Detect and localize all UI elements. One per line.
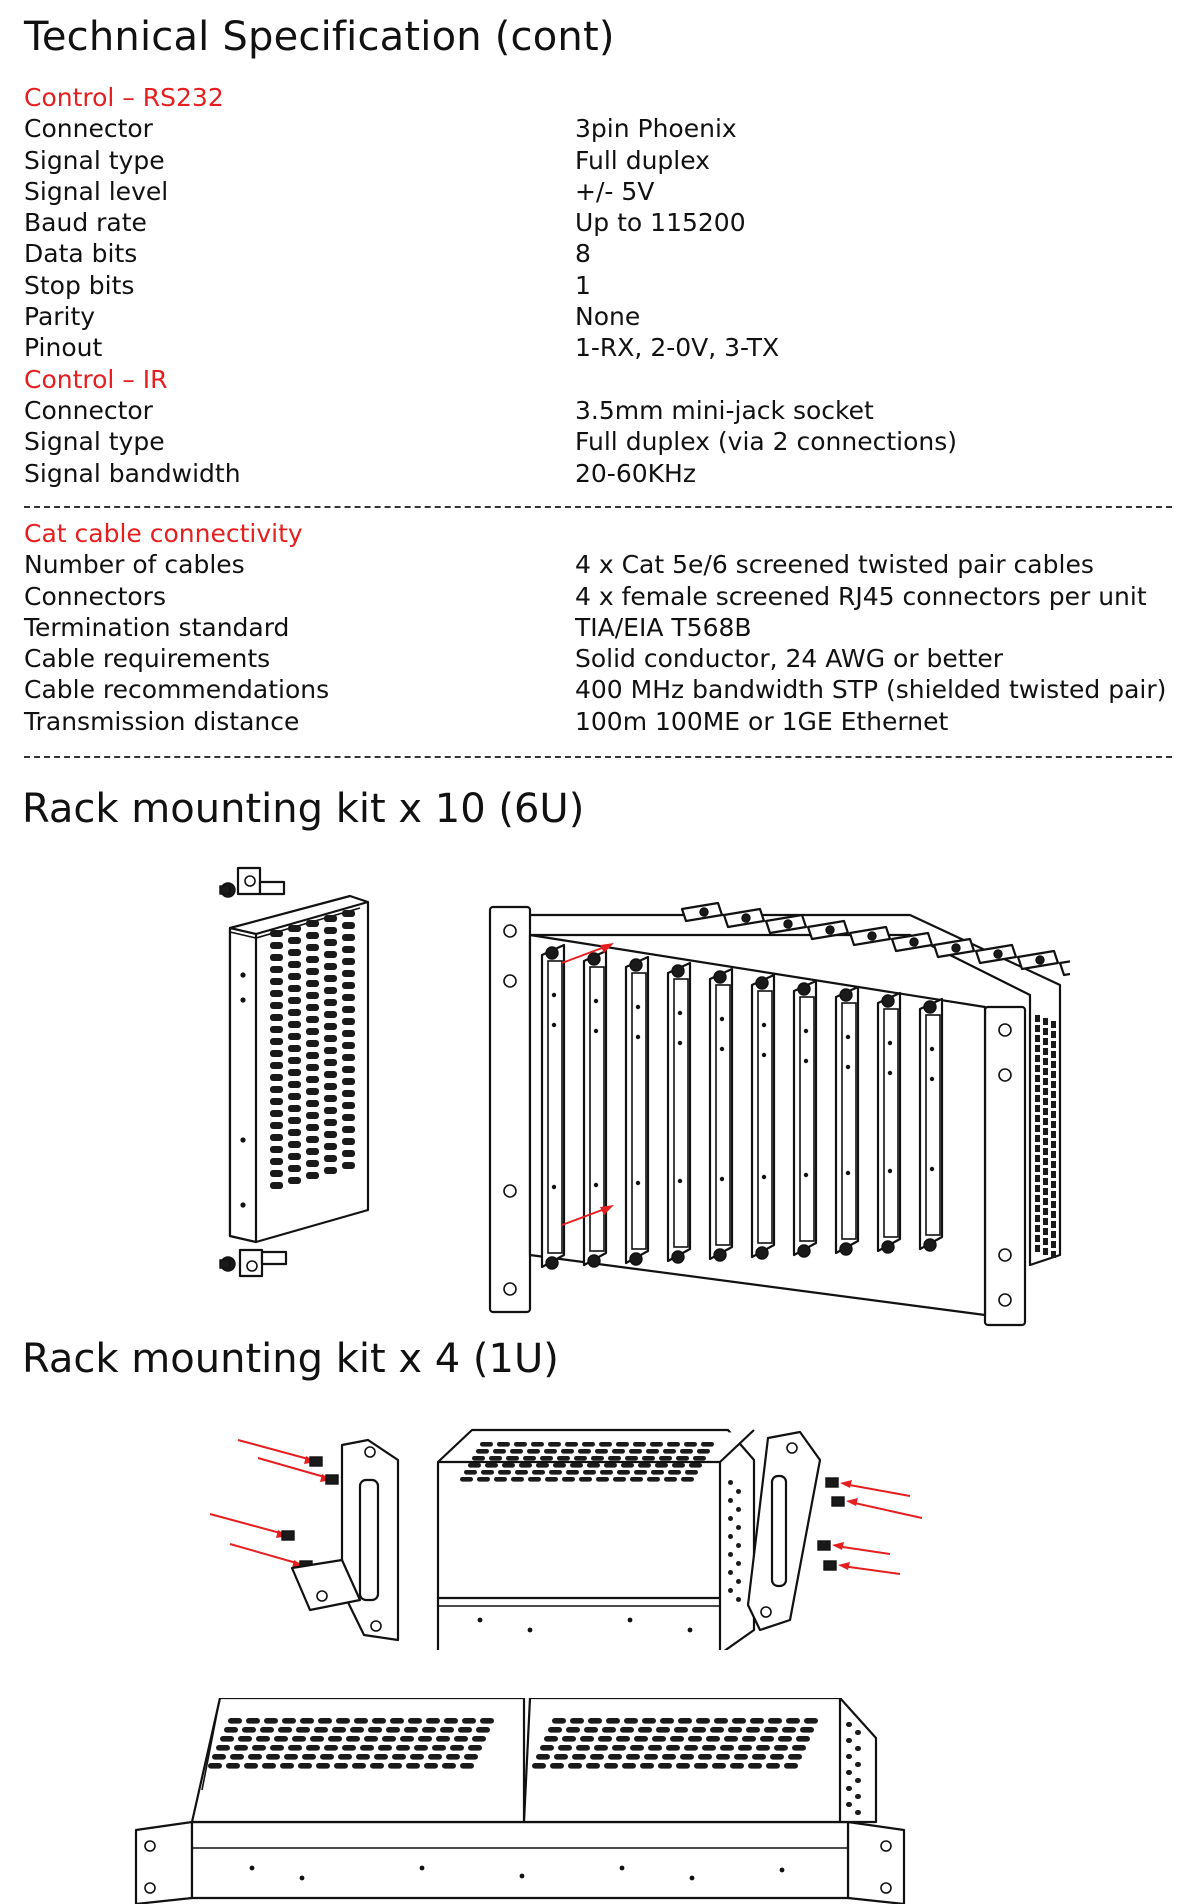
extender-unit-icon <box>190 1698 526 1824</box>
spec-value: 3.5mm mini-jack socket <box>575 395 874 425</box>
spec-row: Cable recommendations 400 MHz bandwidth S… <box>24 674 1174 705</box>
spec-label: Signal type <box>24 145 165 175</box>
spec-row: Parity None <box>24 301 1174 332</box>
spec-value: +/- 5V <box>575 176 655 206</box>
spec-label: Signal level <box>24 176 169 206</box>
spec-row: Transmission distance 100m 100ME or 1GE E… <box>24 706 1174 737</box>
spec-value: 3pin Phoenix <box>575 114 737 144</box>
spec-label: Connectors <box>24 581 166 611</box>
screw-icon <box>817 1477 845 1571</box>
spec-row: Signal type Full duplex (via 2 connection… <box>24 426 1174 457</box>
section-heading-ir: Control – IR <box>24 364 168 394</box>
bracket-icon <box>219 866 286 898</box>
rack-6u-chassis-illustration <box>488 901 1070 1327</box>
rack-plate-icon <box>134 1820 906 1904</box>
spec-value: 1-RX, 2-0V, 3-TX <box>575 333 780 363</box>
spec-label: Cable recommendations <box>24 675 330 705</box>
spec-value: Solid conductor, 24 AWG or better <box>575 644 1004 674</box>
extender-unit-icon <box>228 894 370 1244</box>
spec-row: Signal level +/- 5V <box>24 176 1174 207</box>
spec-value: None <box>575 302 641 332</box>
extender-unit-icon <box>436 1428 756 1650</box>
control-spec-block: Control – RS232 Connector 3pin Phoenix Si… <box>24 82 1174 489</box>
spec-label: Cable requirements <box>24 644 271 674</box>
spec-row: Termination standard TIA/EIA T568B <box>24 612 1174 643</box>
cat-cable-spec-block: Cat cable connectivity Number of cables 4… <box>24 518 1174 737</box>
spec-row: Signal type Full duplex <box>24 145 1174 176</box>
spec-value: 4 x Cat 5e/6 screened twisted pair cable… <box>575 550 1094 580</box>
spec-value: 400 MHz bandwidth STP (shielded twisted … <box>575 675 1167 705</box>
bracket-icon <box>290 1438 400 1642</box>
rack-6u-title: Rack mounting kit x 10 (6U) <box>22 786 585 832</box>
spec-row: Pinout 1-RX, 2-0V, 3-TX <box>24 332 1174 363</box>
rack-6u-single-unit-illustration <box>219 866 370 1278</box>
spec-row: Cable requirements Solid conductor, 24 AW… <box>24 643 1174 674</box>
section-heading-cat-cable: Cat cable connectivity <box>24 519 303 548</box>
page-title: Technical Specification (cont) <box>24 14 615 60</box>
spec-value: Up to 115200 <box>575 208 746 238</box>
extender-unit-icon <box>522 1698 878 1824</box>
divider <box>24 506 1172 508</box>
bracket-icon <box>219 1248 288 1278</box>
screw-arrow-icon <box>832 1480 923 1575</box>
spec-row: Number of cables 4 x Cat 5e/6 screened tw… <box>24 549 1174 580</box>
spec-label: Transmission distance <box>24 706 300 736</box>
spec-row: Baud rate Up to 115200 <box>24 207 1174 238</box>
insert-arrow-icon <box>561 943 614 1226</box>
spec-value: TIA/EIA T568B <box>575 612 752 642</box>
rack-1u-title: Rack mounting kit x 4 (1U) <box>22 1336 559 1382</box>
spec-value: 20-60KHz <box>575 458 696 488</box>
spec-label: Number of cables <box>24 550 245 580</box>
spec-label: Termination standard <box>24 612 290 642</box>
section-heading-rs232: Control – RS232 <box>24 83 224 112</box>
spec-label: Parity <box>24 302 96 332</box>
rack-1u-assembled-illustration <box>134 1698 906 1904</box>
spec-row: Stop bits 1 <box>24 270 1174 301</box>
spec-row: Connector 3.5mm mini-jack socket <box>24 395 1174 426</box>
spec-value: Full duplex (via 2 connections) <box>575 427 958 457</box>
rack-1u-exploded-illustration <box>209 1428 923 1650</box>
spec-value: 8 <box>575 239 591 269</box>
spec-label: Pinout <box>24 333 103 363</box>
divider <box>24 756 1172 758</box>
spec-label: Connector <box>24 395 153 425</box>
spec-value: 100m 100ME or 1GE Ethernet <box>575 706 949 736</box>
spec-label: Connector <box>24 114 153 144</box>
bracket-icon <box>746 1430 822 1632</box>
screw-icon <box>281 1456 339 1571</box>
spec-label: Stop bits <box>24 270 135 300</box>
spec-value: Full duplex <box>575 145 710 175</box>
spec-row: Data bits 8 <box>24 238 1174 269</box>
spec-row: Signal bandwidth 20-60KHz <box>24 458 1174 489</box>
spec-value: 4 x female screened RJ45 connectors per … <box>575 581 1147 611</box>
spec-label: Signal type <box>24 427 165 457</box>
spec-label: Signal bandwidth <box>24 458 241 488</box>
spec-label: Baud rate <box>24 208 147 238</box>
spec-row: Connector 3pin Phoenix <box>24 113 1174 144</box>
spec-row: Connectors 4 x female screened RJ45 conne… <box>24 581 1174 612</box>
spec-label: Data bits <box>24 239 138 269</box>
spec-value: 1 <box>575 270 591 300</box>
